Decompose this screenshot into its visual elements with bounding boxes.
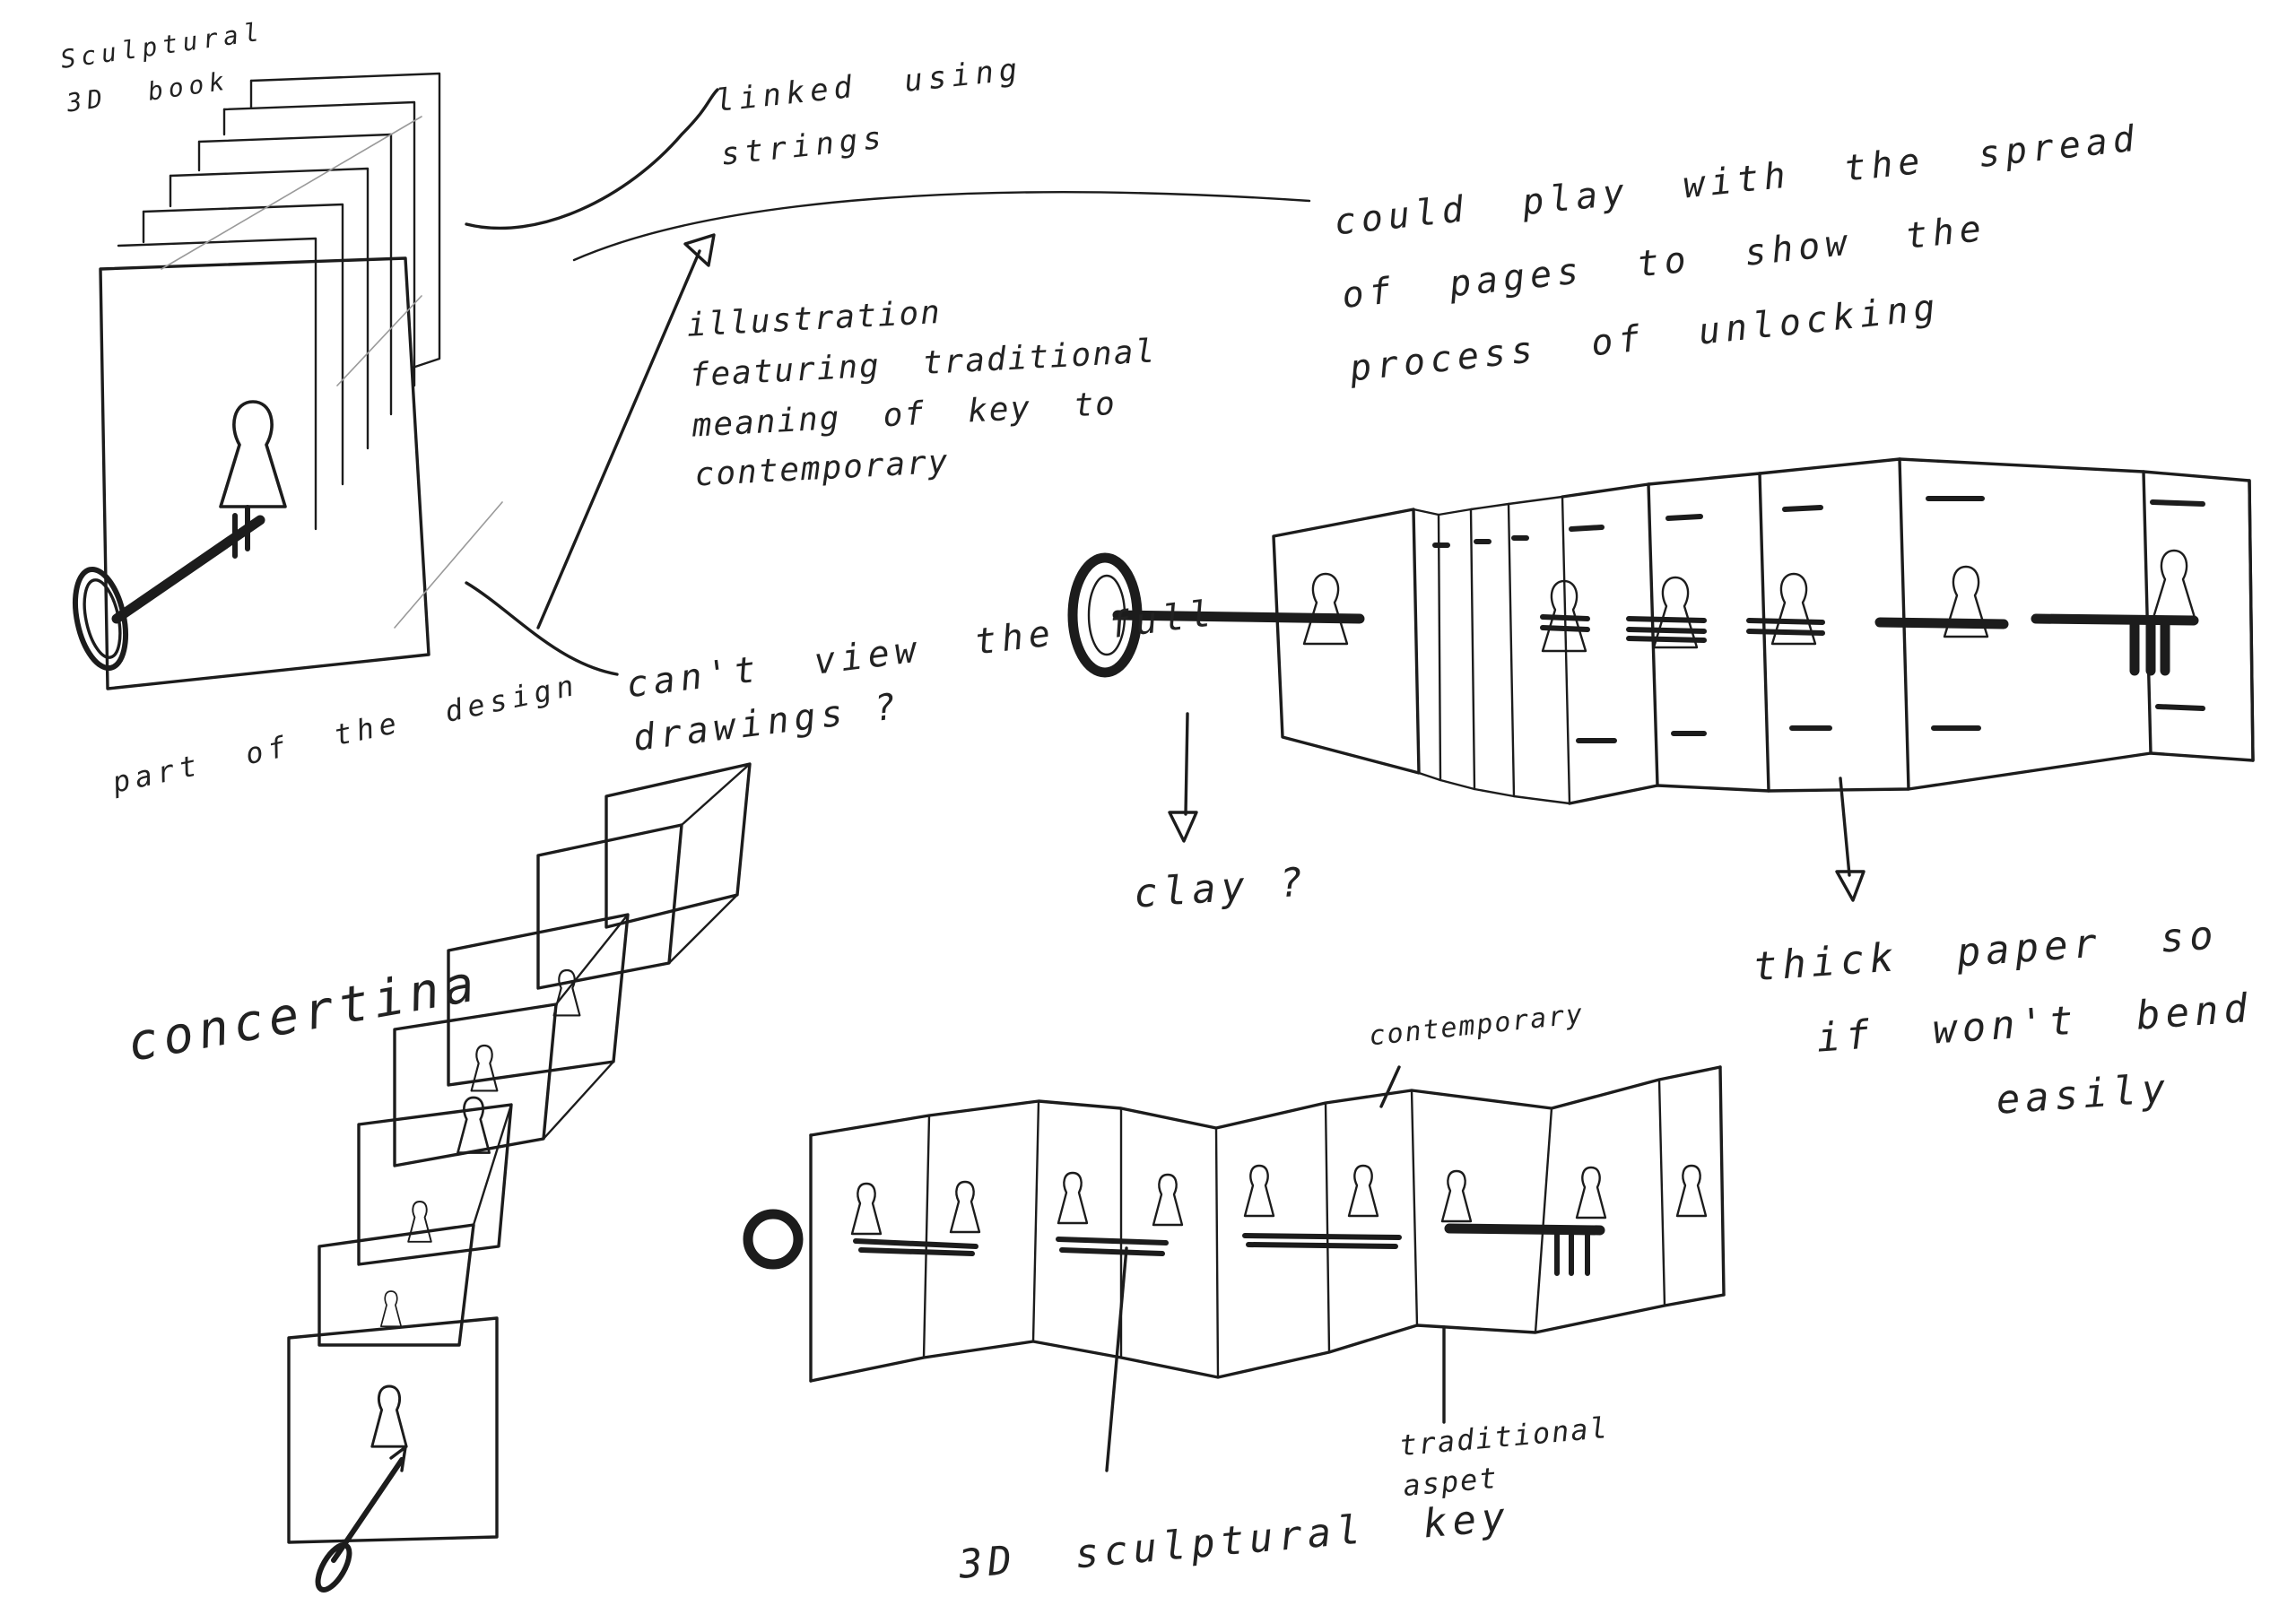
pages-spread-sketch (465, 191, 2255, 902)
note-illustration: illustration featuring traditional meani… (685, 293, 1158, 494)
note-clay: clay ? (1132, 859, 1310, 917)
concertina-sketch (287, 762, 752, 1593)
zigzag-book-sketch (743, 1065, 1726, 1472)
sculptural-book-sketch (73, 72, 719, 690)
note-thick-paper: thick paper so if won't bend easily (1752, 912, 2255, 1141)
